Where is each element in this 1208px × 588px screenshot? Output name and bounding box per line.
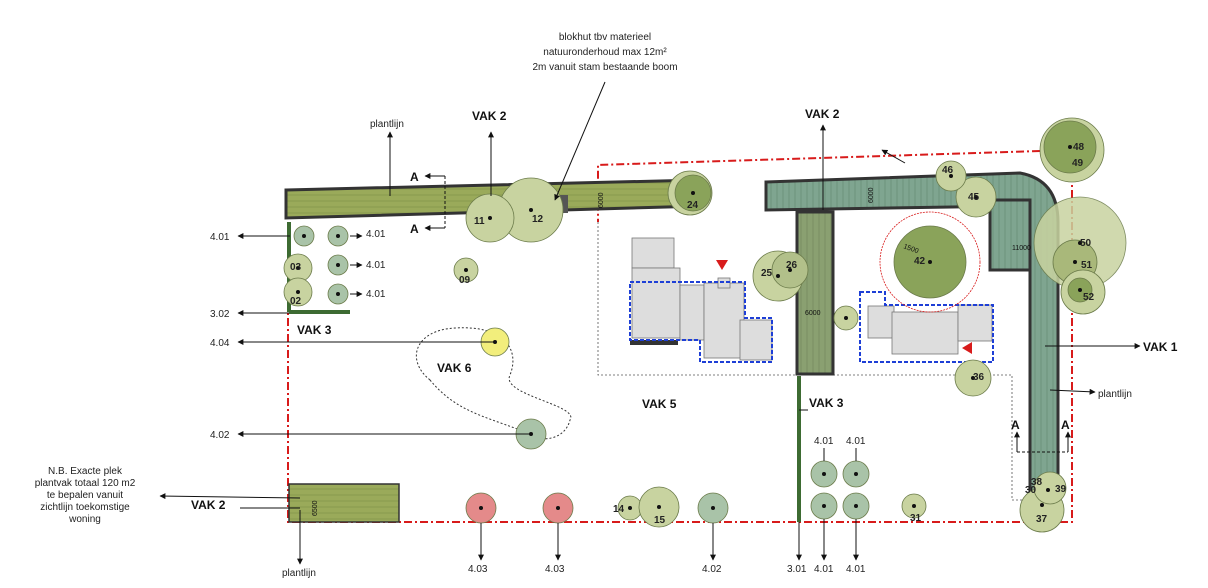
tree-label-30: 30 [1025, 485, 1037, 496]
tree-label-49: 49 [1072, 158, 1084, 169]
code-403-a: 4.03 [468, 564, 488, 575]
tree-numbers: 03 02 09 11 12 24 25 26 42 45 46 48 49 5… [290, 142, 1095, 526]
tree-label-52: 52 [1083, 292, 1095, 303]
tree-label-37: 37 [1036, 514, 1048, 525]
building-left-outline [629, 281, 773, 363]
dim-6000-c: 6000 [805, 310, 821, 317]
section-markers [424, 173, 1071, 453]
entrance-marker-right [962, 342, 972, 354]
tree-42-canopy [879, 211, 981, 313]
building-right-outline [859, 291, 994, 363]
vak1-label: VAK 1 [1143, 340, 1178, 354]
vak6-label: VAK 6 [437, 361, 472, 375]
note-top-line1: blokhut tbv materieel [559, 32, 651, 43]
note-left-line1: N.B. Exacte plek [48, 466, 123, 477]
note-left-line2: plantvak totaal 120 m2 [35, 478, 136, 489]
inner-zone-outline [597, 222, 1030, 501]
vak2-top-left-label: VAK 2 [472, 109, 507, 123]
building-right [867, 304, 993, 355]
vak3-left-label: VAK 3 [297, 323, 332, 337]
dim-6500: 6500 [312, 500, 319, 516]
section-a-2: A [410, 222, 419, 236]
vak3-mid-label: VAK 3 [809, 396, 844, 410]
hedge-inner-right [988, 198, 1032, 272]
code-404: 4.04 [210, 338, 230, 349]
tree-label-50: 50 [1080, 238, 1092, 249]
note-top-line3: 2m vanuit stam bestaande boom [532, 62, 677, 73]
tree-label-46: 46 [942, 165, 954, 176]
tree-label-26: 26 [786, 260, 798, 271]
code-401-g: 4.01 [814, 564, 834, 575]
vak2-bottom-label: VAK 2 [191, 498, 226, 512]
vak5-label: VAK 5 [642, 397, 677, 411]
tree-dots [296, 145, 1082, 510]
code-401-h: 4.01 [846, 564, 866, 575]
tree-label-15: 15 [654, 515, 666, 526]
tree-label-11: 11 [474, 216, 485, 227]
section-a-1: A [410, 170, 419, 184]
section-a-3: A [1011, 418, 1020, 432]
tree-label-24: 24 [687, 200, 699, 211]
dim-6000-a: 6000 [598, 192, 605, 208]
code-301: 3.01 [787, 564, 807, 575]
tree-label-48: 48 [1073, 142, 1085, 153]
code-302: 3.02 [210, 309, 230, 320]
dim-1500: 1500 [902, 243, 919, 255]
section-a-4: A [1061, 418, 1070, 432]
code-401-c: 4.01 [366, 260, 386, 271]
leader-lines [159, 81, 1141, 565]
code-403-b: 4.03 [545, 564, 565, 575]
note-top-line2: natuuronderhoud max 12m² [543, 47, 667, 58]
code-402-left: 4.02 [210, 430, 230, 441]
tree-label-38: 38 [1031, 477, 1043, 488]
tree-label-14: 14 [613, 504, 625, 515]
tree-label-42: 42 [914, 256, 926, 267]
tree-label-12: 12 [532, 214, 544, 225]
plantlijn-right: plantlijn [1098, 389, 1132, 400]
tree-label-45: 45 [968, 192, 980, 203]
code-401-a: 4.01 [210, 232, 230, 243]
note-left-line3: te bepalen vanuit [47, 490, 123, 501]
tree-label-25: 25 [761, 268, 773, 279]
building-left-base [630, 340, 678, 345]
dim-6000-b: 6000 [868, 187, 875, 203]
tree-label-51: 51 [1081, 260, 1093, 271]
tree-label-02: 02 [290, 296, 302, 307]
code-402-bottom: 4.02 [702, 564, 722, 575]
tree-label-39: 39 [1055, 484, 1067, 495]
hedge-vak2-vertical [795, 210, 835, 376]
tree-label-09: 09 [459, 275, 471, 286]
tree-label-03: 03 [290, 262, 302, 273]
code-401-f: 4.01 [846, 436, 866, 447]
tree-label-31: 31 [910, 513, 922, 524]
dim-11000: 11000 [1012, 245, 1031, 252]
plantlijn-top: plantlijn [370, 119, 404, 130]
plantlijn-bottom: plantlijn [282, 568, 316, 579]
tree-label-36: 36 [973, 372, 985, 383]
building-left [631, 237, 773, 361]
note-left-line5: woning [68, 514, 101, 525]
vak2-top-right-label: VAK 2 [805, 107, 840, 121]
entrance-marker-left [716, 260, 728, 270]
tree-38 [1033, 471, 1067, 505]
code-401-b: 4.01 [366, 229, 386, 240]
note-left-line4: zichtlijn toekomstige [40, 502, 130, 513]
hedge-vak2-bottom [288, 483, 400, 523]
code-401-d: 4.01 [366, 289, 386, 300]
property-boundary [287, 148, 1073, 523]
code-401-e: 4.01 [814, 436, 834, 447]
